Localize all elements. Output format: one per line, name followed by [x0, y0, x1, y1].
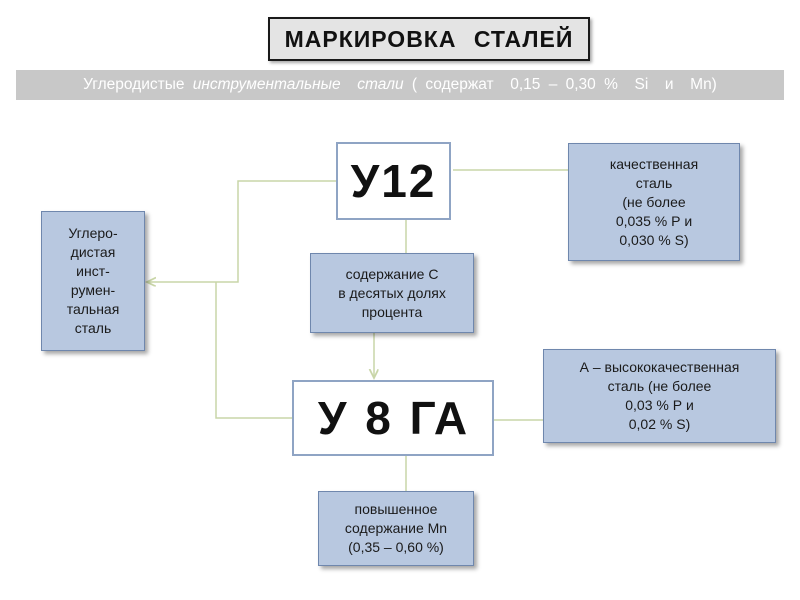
subtitle-italic: инструментальные стали [192, 76, 404, 93]
steel-mark-u12: У12 [336, 142, 451, 220]
box-carbon-content: содержание С в десятых долях процента [310, 253, 474, 333]
box-quality-steel: качественная сталь (не более 0,035 % Р и… [568, 143, 740, 261]
steel-mark-u8ga: У 8 ГА [292, 380, 494, 456]
box-carbon-tool-steel: Углеро- дистая инст- румен- тальная стал… [41, 211, 145, 351]
line-mark2-to-steel [215, 282, 292, 419]
page-title: МАРКИРОВКА СТАЛЕЙ [268, 17, 590, 61]
box-high-quality-steel: А – высококачественная сталь (не более 0… [543, 349, 776, 443]
subtitle-part1: Углеродистые [83, 76, 193, 93]
subtitle-part2: ( содержат 0,15 – 0,30 % Si и Mn) [403, 76, 717, 93]
box-manganese-content: повышенное содержание Mn (0,35 – 0,60 %) [318, 491, 474, 566]
line-mark1-to-steel [147, 180, 336, 282]
subtitle-bar: Углеродистые инструментальные стали ( со… [16, 70, 784, 100]
